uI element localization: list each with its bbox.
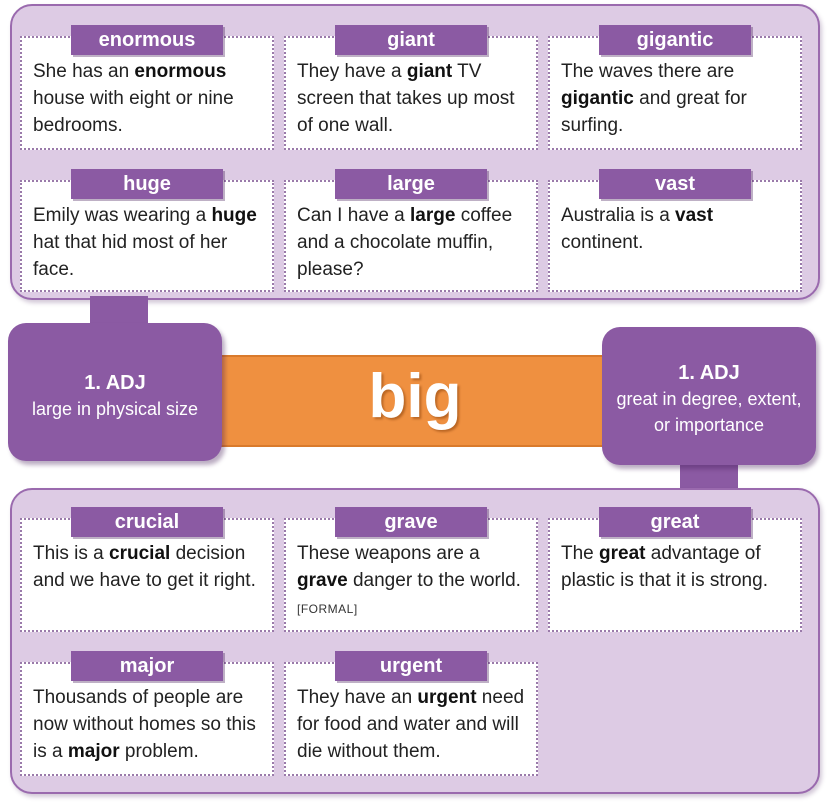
synonym-title: huge (71, 169, 223, 199)
example-sentence: Emily was wearing a huge hat that hid mo… (33, 205, 257, 280)
sense-definition-line: great in degree, extent, (616, 389, 802, 409)
synonym-title: giant (335, 25, 487, 55)
synonym-title: vast (599, 169, 751, 199)
example-sentence: The great advantage of plastic is that i… (561, 543, 768, 591)
register-label: [FORMAL] (297, 602, 358, 616)
synonym-card-urgent: urgent They have an urgent need for food… (284, 651, 538, 776)
sense-box-physical: 1. ADJ large in physical size (8, 323, 222, 461)
synonym-title: urgent (335, 651, 487, 681)
sense-number: 1. ADJ (84, 372, 146, 394)
degree-synonyms-panel: crucial This is a crucial decision and w… (10, 488, 820, 794)
synonym-card-huge: huge Emily was wearing a huge hat that h… (20, 169, 274, 292)
sense-box-degree: 1. ADJ great in degree, extent, or impor… (602, 327, 816, 465)
example-sentence: She has an enormous house with eight or … (33, 61, 234, 136)
synonym-title: great (599, 507, 751, 537)
example-sentence: Can I have a large coffee and a chocolat… (297, 205, 513, 280)
example-sentence: The waves there are gigantic and great f… (561, 61, 747, 136)
synonym-card-large: large Can I have a large coffee and a ch… (284, 169, 538, 292)
synonym-title: major (71, 651, 223, 681)
example-sentence: They have a giant TV screen that takes u… (297, 61, 515, 136)
example-sentence: Australia is a vast continent. (561, 205, 714, 253)
connector-left (90, 296, 148, 326)
synonym-title: gigantic (599, 25, 751, 55)
headword: big (368, 362, 462, 431)
physical-size-synonyms-panel: enormous She has an enormous house with … (10, 4, 820, 300)
synonym-card-vast: vast Australia is a vast continent. (548, 169, 802, 292)
synonym-card-enormous: enormous She has an enormous house with … (20, 25, 274, 150)
synonym-title: enormous (71, 25, 223, 55)
synonym-title: crucial (71, 507, 223, 537)
connector-right (680, 462, 738, 490)
synonym-card-great: great The great advantage of plastic is … (548, 507, 802, 632)
synonym-card-crucial: crucial This is a crucial decision and w… (20, 507, 274, 632)
example-sentence: This is a crucial decision and we have t… (33, 543, 256, 591)
synonym-card-giant: giant They have a giant TV screen that t… (284, 25, 538, 150)
synonym-title: large (335, 169, 487, 199)
example-sentence: Thousands of people are now without home… (33, 687, 256, 762)
headword-band (200, 355, 630, 447)
example-sentence: They have an urgent need for food and wa… (297, 687, 525, 762)
synonym-card-gigantic: gigantic The waves there are gigantic an… (548, 25, 802, 150)
sense-definition-line: or importance (653, 415, 765, 435)
synonym-card-major: major Thousands of people are now withou… (20, 651, 274, 776)
synonym-card-grave: grave These weapons are a grave danger t… (284, 507, 538, 632)
synonym-title: grave (335, 507, 487, 537)
example-sentence: These weapons are a grave danger to the … (297, 543, 521, 616)
sense-number: 1. ADJ (678, 362, 740, 384)
sense-definition: large in physical size (31, 399, 199, 419)
